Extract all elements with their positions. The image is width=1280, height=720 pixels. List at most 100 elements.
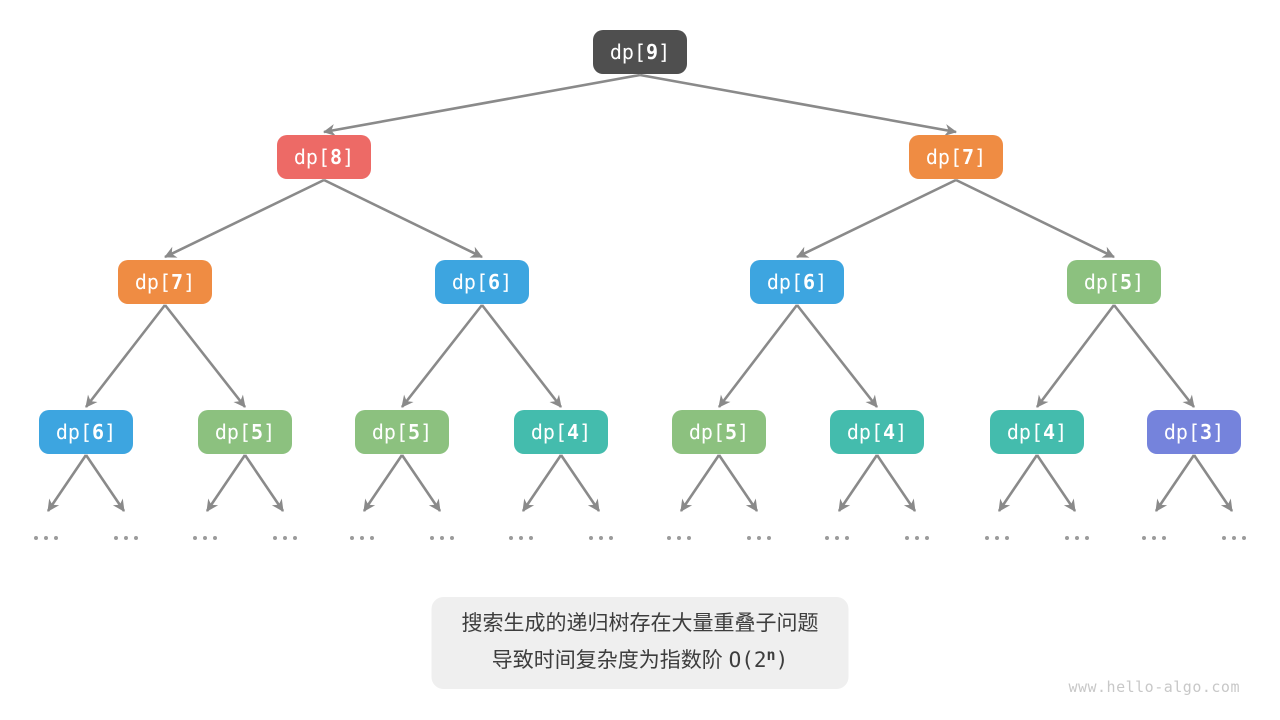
- ellipsis-dot: [995, 536, 999, 540]
- tree-node-dp4: dp[4]: [830, 410, 924, 454]
- ellipsis-dot: [430, 536, 434, 540]
- ellipsis-dot: [529, 536, 533, 540]
- ellipsis: [1065, 536, 1089, 540]
- tree-edge-arrow: [955, 178, 1115, 259]
- tree-node-dp6: dp[6]: [435, 260, 529, 304]
- ellipsis-dot: [825, 536, 829, 540]
- ellipsis-dot: [450, 536, 454, 540]
- ellipsis: [667, 536, 691, 540]
- ellipsis-dot: [599, 536, 603, 540]
- tree-edge-arrow: [1035, 454, 1077, 512]
- ellipsis-dot: [757, 536, 761, 540]
- tree-edge-arrow: [1035, 304, 1116, 408]
- ellipsis-dot: [1152, 536, 1156, 540]
- ellipsis-dot: [845, 536, 849, 540]
- ellipsis: [747, 536, 771, 540]
- tree-edge-arrow: [243, 454, 285, 512]
- ellipsis: [114, 536, 138, 540]
- tree-edge-arrow: [837, 454, 879, 512]
- tree-node-dp6: dp[6]: [39, 410, 133, 454]
- ellipsis-dot: [283, 536, 287, 540]
- ellipsis-dot: [747, 536, 751, 540]
- ellipsis-dot: [905, 536, 909, 540]
- tree-node-dp5: dp[5]: [355, 410, 449, 454]
- ellipsis-dot: [293, 536, 297, 540]
- tree-node-dp5: dp[5]: [198, 410, 292, 454]
- ellipsis-dot: [835, 536, 839, 540]
- ellipsis-dot: [1222, 536, 1226, 540]
- caption-line-1: 搜索生成的递归树存在大量重叠子问题: [461, 612, 819, 635]
- tree-node-dp5: dp[5]: [1067, 260, 1161, 304]
- tree-node-dp3: dp[3]: [1147, 410, 1241, 454]
- tree-edge-arrow: [1112, 304, 1196, 408]
- ellipsis-dot: [134, 536, 138, 540]
- ellipsis-dot: [589, 536, 593, 540]
- ellipsis-dot: [1005, 536, 1009, 540]
- tree-edge-arrow: [639, 73, 957, 136]
- ellipsis-dot: [273, 536, 277, 540]
- ellipsis-dot: [677, 536, 681, 540]
- ellipsis: [1222, 536, 1246, 540]
- tree-edge-arrow: [323, 73, 641, 136]
- tree-edge-arrow: [400, 304, 484, 408]
- tree-edge-arrow: [679, 454, 721, 512]
- ellipsis-dot: [767, 536, 771, 540]
- ellipsis-dot: [34, 536, 38, 540]
- tree-edge-arrow: [795, 304, 879, 408]
- ellipsis-dot: [667, 536, 671, 540]
- ellipsis-dot: [440, 536, 444, 540]
- ellipsis-dot: [519, 536, 523, 540]
- tree-edge-arrow: [1154, 454, 1196, 512]
- tree-node-dp8: dp[8]: [277, 135, 371, 179]
- tree-edge-arrow: [400, 454, 442, 512]
- tree-edge-arrow: [362, 454, 404, 512]
- ellipsis: [34, 536, 58, 540]
- ellipsis: [350, 536, 374, 540]
- ellipsis-dot: [54, 536, 58, 540]
- ellipsis-dot: [44, 536, 48, 540]
- tree-node-dp7: dp[7]: [118, 260, 212, 304]
- ellipsis: [193, 536, 217, 540]
- ellipsis: [589, 536, 613, 540]
- ellipsis-dot: [1162, 536, 1166, 540]
- ellipsis-dot: [350, 536, 354, 540]
- tree-edge-arrow: [46, 454, 88, 512]
- ellipsis-dot: [124, 536, 128, 540]
- ellipsis: [430, 536, 454, 540]
- ellipsis-dot: [509, 536, 513, 540]
- tree-node-dp4: dp[4]: [990, 410, 1084, 454]
- ellipsis-dot: [203, 536, 207, 540]
- caption-line-2: 导致时间复杂度为指数阶 O(2n): [491, 646, 789, 672]
- tree-edge-arrow: [997, 454, 1039, 512]
- ellipsis: [905, 536, 929, 540]
- tree-edge-arrow: [521, 454, 563, 512]
- ellipsis-dot: [687, 536, 691, 540]
- ellipsis-dot: [985, 536, 989, 540]
- tree-edge-arrow: [164, 178, 325, 259]
- tree-edge-arrow: [796, 178, 957, 259]
- tree-node-dp7: dp[7]: [909, 135, 1003, 179]
- ellipsis-dot: [1232, 536, 1236, 540]
- ellipsis-dot: [1075, 536, 1079, 540]
- tree-edge-arrow: [323, 178, 483, 259]
- ellipsis-dot: [370, 536, 374, 540]
- tree-edge-arrow: [205, 454, 247, 512]
- ellipsis-dot: [360, 536, 364, 540]
- tree-node-dp9: dp[9]: [593, 30, 687, 74]
- ellipsis-dot: [1142, 536, 1146, 540]
- tree-node-dp5: dp[5]: [672, 410, 766, 454]
- ellipsis-dot: [609, 536, 613, 540]
- tree-edge-arrow: [875, 454, 917, 512]
- complexity-formula: O(2n): [728, 646, 789, 672]
- ellipsis-dot: [1085, 536, 1089, 540]
- ellipsis: [1142, 536, 1166, 540]
- tree-edge-arrow: [84, 304, 167, 408]
- ellipsis: [273, 536, 297, 540]
- tree-edge-arrow: [480, 304, 563, 408]
- ellipsis: [509, 536, 533, 540]
- ellipsis-dot: [925, 536, 929, 540]
- tree-edge-arrow: [559, 454, 601, 512]
- ellipsis-dot: [193, 536, 197, 540]
- tree-node-dp6: dp[6]: [750, 260, 844, 304]
